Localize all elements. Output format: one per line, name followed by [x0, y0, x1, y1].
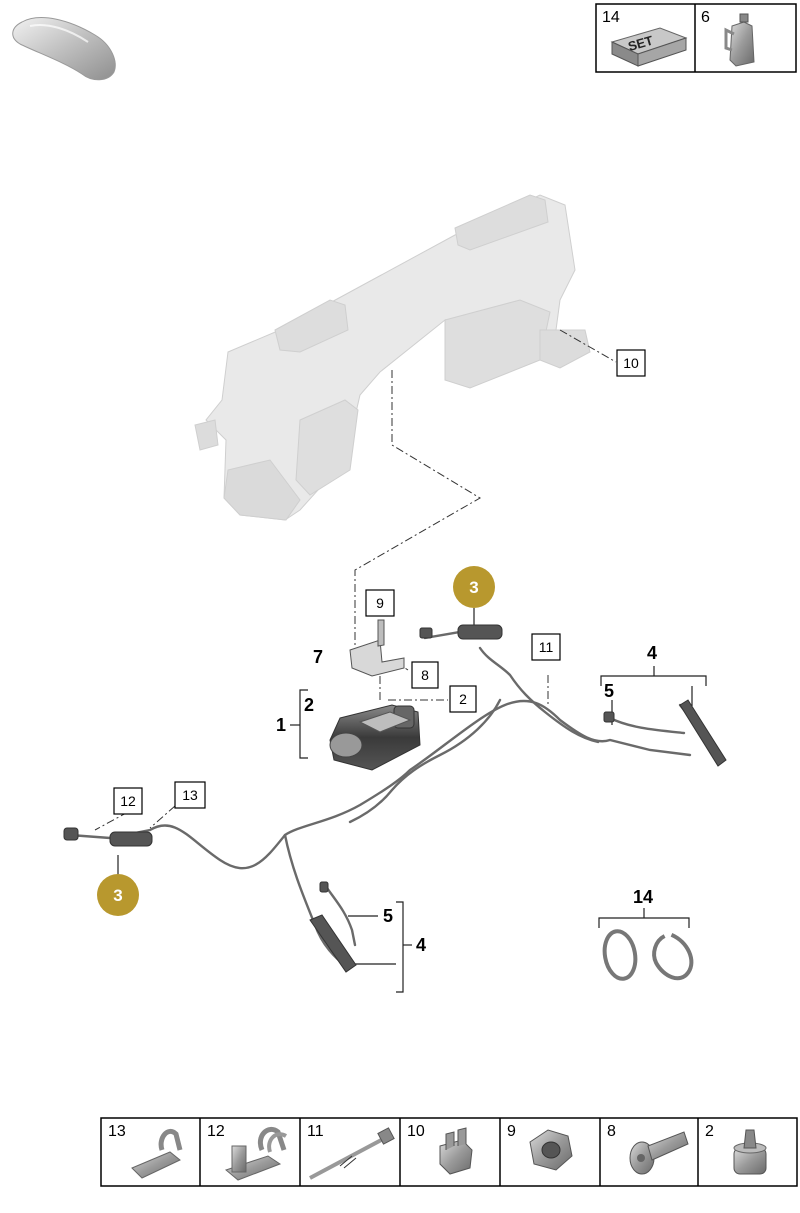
- clip-icon: [131, 1128, 183, 1179]
- svg-text:3: 3: [469, 578, 478, 597]
- hex-nut-icon: [529, 1129, 573, 1171]
- svg-text:13: 13: [182, 787, 198, 803]
- top-parts-box: 14 SET 6: [595, 3, 797, 73]
- actuator-motor: [329, 704, 421, 771]
- bracket-lines: [117, 608, 707, 993]
- callout-1: 1: [276, 715, 286, 735]
- svg-text:11: 11: [539, 639, 554, 655]
- part-number-6: 6: [701, 9, 710, 26]
- cable-tie-icon: [309, 1127, 395, 1180]
- callout-box-10: 10: [616, 349, 646, 377]
- frame-assembly: [194, 194, 591, 521]
- callout-7: 7: [313, 647, 323, 667]
- car-silhouette-icon: [12, 17, 116, 81]
- callout-box-13: 13: [174, 781, 206, 809]
- svg-text:2: 2: [459, 691, 467, 707]
- callout-circle-3-upper: 3: [453, 566, 495, 608]
- oil-canister-icon: [724, 13, 755, 67]
- callout-box-12: 12: [113, 787, 143, 815]
- strip-number-13: 13: [108, 1123, 126, 1140]
- set-badge: SET: [626, 33, 654, 54]
- cable-connectors: [63, 624, 727, 973]
- callout-box-2: 2: [449, 685, 477, 713]
- callout-box-8: 8: [411, 661, 439, 689]
- callout-5-upper: 5: [604, 681, 614, 701]
- callout-box-9: 9: [365, 589, 395, 617]
- strip-number-2: 2: [705, 1123, 714, 1140]
- cable-harness: [68, 628, 724, 970]
- strip-number-11: 11: [307, 1123, 324, 1140]
- callout-14: 14: [633, 887, 653, 907]
- svg-text:8: 8: [421, 667, 429, 683]
- bolt-icon: [629, 1131, 689, 1175]
- small-parts-strip: 13 12 11 10 9 8 2: [100, 1117, 798, 1187]
- buffer-icon: [733, 1129, 767, 1175]
- callout-4-upper: 4: [647, 643, 657, 663]
- svg-text:3: 3: [113, 886, 122, 905]
- set-box-icon: SET: [610, 27, 688, 67]
- callout-2: 2: [304, 695, 314, 715]
- strip-number-12: 12: [207, 1123, 225, 1140]
- svg-text:12: 12: [120, 793, 136, 809]
- strip-number-10: 10: [407, 1123, 425, 1140]
- svg-text:10: 10: [623, 355, 639, 371]
- callout-circle-3-lower: 3: [97, 874, 139, 916]
- part-number-14: 14: [602, 9, 620, 26]
- mounting-bracket: [349, 619, 405, 677]
- circlip-parts: [602, 929, 694, 981]
- strip-number-8: 8: [607, 1123, 616, 1140]
- hose-clip-icon: [439, 1127, 473, 1175]
- strip-number-9: 9: [507, 1123, 516, 1140]
- svg-text:9: 9: [376, 595, 384, 611]
- clip-pin-icon: [224, 1126, 288, 1181]
- callout-box-11: 11: [531, 633, 561, 661]
- callout-4-lower: 4: [416, 935, 426, 955]
- callout-5-lower: 5: [383, 906, 393, 926]
